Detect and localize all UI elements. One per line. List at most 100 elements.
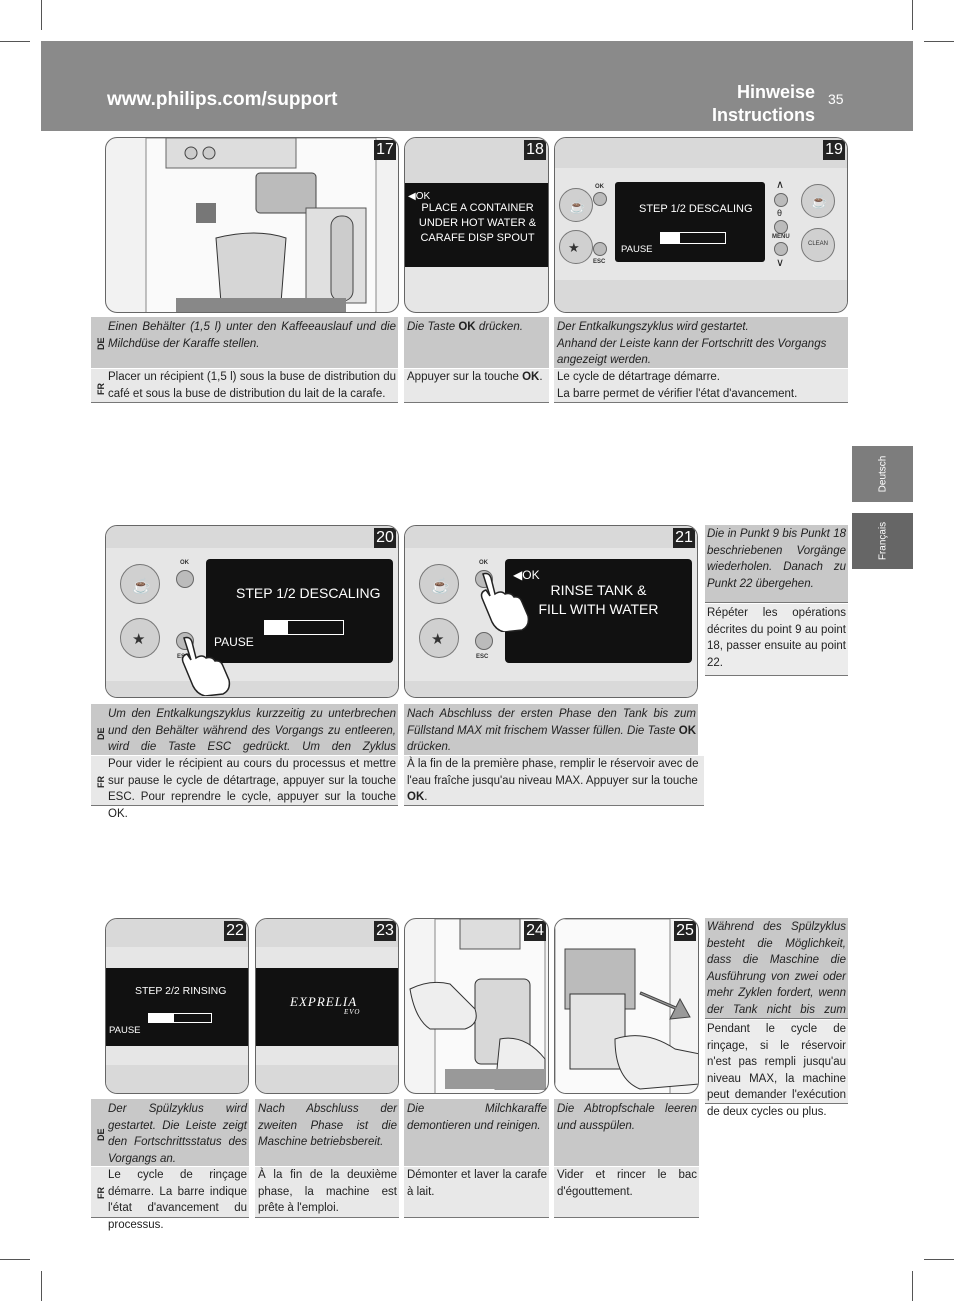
lang-code: DE <box>96 1128 106 1141</box>
row2-fr-col2: À la fin de la première phase, remplir l… <box>404 756 704 806</box>
crop-mark <box>0 1259 30 1260</box>
row1-de-col3: Der Entkalkungszyklus wird gestartet.Anh… <box>554 317 848 368</box>
tab-deutsch[interactable]: Deutsch <box>852 446 913 502</box>
row1-fr-col3: Le cycle de détartrage démarre.La barre … <box>554 369 848 403</box>
step-number: 23 <box>374 921 396 941</box>
screen-line: RINSE TANK & <box>550 582 647 598</box>
progress-fill <box>661 233 681 243</box>
row1-fr-col1: FR Placer un récipient (1,5 l) sous la b… <box>91 369 398 403</box>
down-arrow-icon: ∨ <box>776 257 785 269</box>
espresso-button[interactable]: ☕ <box>419 564 459 604</box>
row3-fr-col1: FR Le cycle de rinçage démarre. La barre… <box>91 1167 249 1231</box>
row3-fr-col4: Vider et rincer le bac d'égouttement. <box>554 1167 699 1218</box>
hand-pointer-icon <box>480 572 530 632</box>
espresso-button[interactable]: ☕ <box>559 188 593 222</box>
screen-line: PLACE A CONTAINER <box>421 202 534 214</box>
esc-button[interactable] <box>475 632 493 650</box>
evo-logo: EVO <box>344 1008 361 1016</box>
exprelia-logo: EXPRELIA <box>290 994 358 1009</box>
support-url[interactable]: www.philips.com/support <box>107 89 338 110</box>
crop-mark <box>924 1259 954 1260</box>
page-title: Hinweise Instructions <box>712 81 815 127</box>
crop-mark <box>924 41 954 42</box>
step-number: 18 <box>524 140 546 160</box>
step-number: 20 <box>374 528 396 548</box>
ok-key-glyph: OK <box>522 371 540 383</box>
screen-status: STEP 1/2 DESCALING <box>639 203 753 215</box>
ok-label: OK <box>595 184 604 190</box>
side-note-fr: Pendant le cycle de rinçage, si le réser… <box>705 1020 848 1118</box>
row3-fr-col3: Démonter et laver la carafe à lait. <box>404 1167 549 1218</box>
special-drink-button[interactable]: ★ <box>120 618 160 658</box>
row1-fr-col2: Appuyer sur la touche OK. <box>404 369 549 403</box>
panel-24: 24 <box>404 918 549 1094</box>
ok-button[interactable] <box>176 570 194 588</box>
lang-code: DE <box>96 337 106 350</box>
up-button[interactable] <box>774 193 788 207</box>
screen-status: STEP 2/2 RINSING <box>135 985 227 997</box>
espresso-button[interactable]: ☕ <box>120 564 160 604</box>
menu-label: MENU <box>772 234 790 240</box>
row3-de-col3: Die Milchkaraffe demontieren und reinige… <box>404 1099 549 1166</box>
panel-17: 17 <box>105 137 399 313</box>
coffee-icon: ☕ <box>811 194 828 209</box>
star-cup-icon: ★ <box>132 631 146 648</box>
crop-mark <box>41 1271 42 1301</box>
crop-mark <box>912 1271 913 1301</box>
ok-key-glyph: OK <box>678 724 696 737</box>
progress-fill <box>265 621 289 634</box>
screen-status: STEP 1/2 DESCALING <box>236 585 381 601</box>
screen-pause: PAUSE <box>621 244 653 255</box>
display-screen: ◀OK RINSE TANK & FILL WITH WATER <box>505 559 692 663</box>
hand-pointer-icon <box>181 636 231 696</box>
esc-button[interactable] <box>593 242 607 256</box>
panel-20: ☕ ★ OK ESC STEP 1/2 DESCALING PAUSE 20 <box>105 525 399 698</box>
cup-icon: ☕ <box>132 578 151 595</box>
row2-de-col2: Nach Abschluss der ersten Phase den Tank… <box>404 704 698 755</box>
ok-indicator: ◀OK <box>408 191 431 202</box>
panel-18: ◀OK PLACE A CONTAINER UNDER HOT WATER & … <box>404 137 549 313</box>
crop-mark <box>0 41 30 42</box>
tab-francais[interactable]: Français <box>852 513 913 569</box>
aroma-button[interactable] <box>774 220 788 234</box>
ok-label: OK <box>180 560 189 566</box>
ok-label: OK <box>479 560 488 566</box>
display-screen: STEP 1/2 DESCALING PAUSE <box>206 559 393 663</box>
panel-23: EXPRELIA EVO 23 <box>255 918 399 1094</box>
ok-button[interactable] <box>593 192 607 206</box>
screen-line: UNDER HOT WATER & <box>418 217 537 229</box>
menu-button[interactable] <box>774 242 788 256</box>
step-number: 21 <box>673 528 695 548</box>
drip-tray-illustration <box>555 919 698 1093</box>
screen-line: FILL WITH WATER <box>538 601 659 617</box>
esc-label: ESC <box>476 654 489 660</box>
cup-icon: ☕ <box>569 199 586 214</box>
cup-icon: ☕ <box>431 578 450 595</box>
ok-key-glyph: OK <box>458 321 476 333</box>
panel-25: 25 <box>554 918 699 1094</box>
panel-21: ☕ ★ OK ESC ◀OK RINSE TANK & FILL WITH WA… <box>404 525 698 698</box>
up-arrow-icon: ∧ <box>776 179 785 191</box>
star-cup-icon: ★ <box>568 240 580 255</box>
display-screen: ◀OK PLACE A CONTAINER UNDER HOT WATER & … <box>405 183 548 267</box>
crop-mark <box>41 0 42 30</box>
display-screen: EXPRELIA EVO <box>256 968 398 1046</box>
row1-de-col1: DE Einen Behälter (1,5 l) unter den Kaff… <box>91 317 398 368</box>
clean-button[interactable]: CLEAN <box>801 228 835 262</box>
special-drink-button[interactable]: ★ <box>419 618 459 658</box>
step-number: 19 <box>823 140 845 160</box>
coffee-button[interactable]: ☕ <box>801 184 835 218</box>
panel-19: ☕ ★ OK ESC STEP 1/2 DESCALING PAUSE ∧ θ … <box>554 137 848 313</box>
side-note-de: Während des Spülzyklus besteht die Mögli… <box>705 918 848 1049</box>
display-screen: STEP 1/2 DESCALING PAUSE <box>615 182 765 262</box>
step-number: 24 <box>524 921 546 941</box>
step-number: 25 <box>674 921 696 941</box>
special-drink-button[interactable]: ★ <box>559 230 593 264</box>
screen-pause: PAUSE <box>214 635 254 649</box>
row1-de-col2: Die Taste OK drücken. <box>404 317 549 368</box>
row3-de-col1: DE Der Spülzyklus wird gestartet. Die Le… <box>91 1099 249 1166</box>
lang-code: FR <box>96 1187 106 1199</box>
screen-pause: PAUSE <box>109 1025 141 1036</box>
title-de: Hinweise <box>736 82 815 102</box>
carafe-removal-illustration <box>409 919 546 1093</box>
